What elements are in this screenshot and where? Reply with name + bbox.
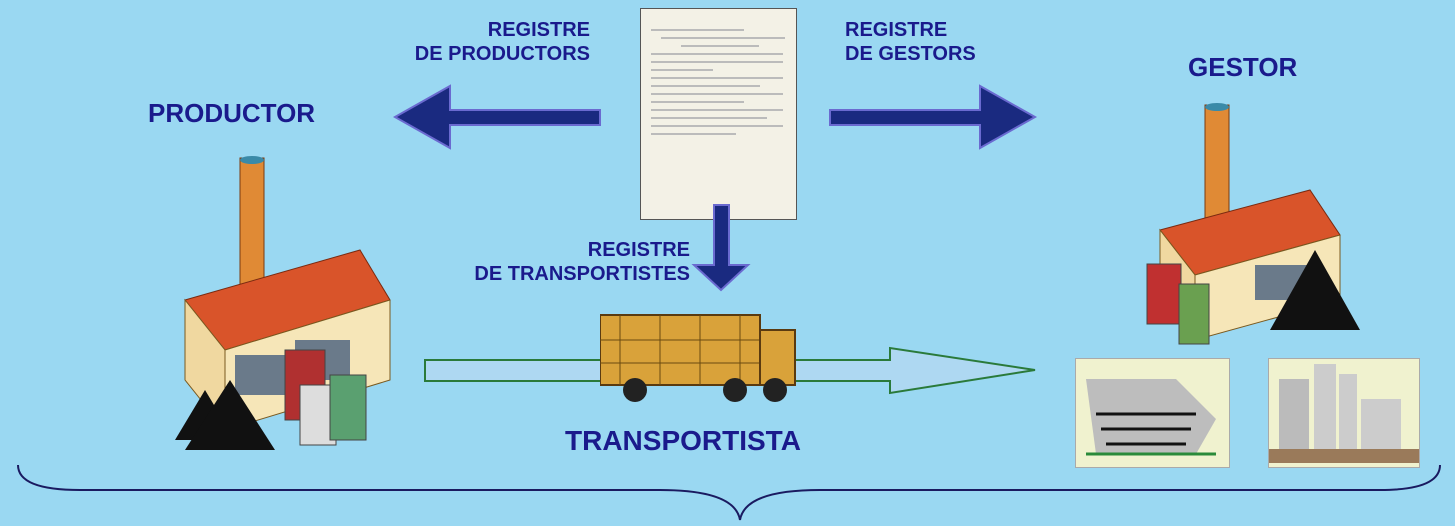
registre-productors-label: REGISTRE DE PRODUCTORS (350, 18, 590, 66)
registre-transportistes-label: REGISTRE DE TRANSPORTISTES (395, 238, 690, 286)
label-line: DE PRODUCTORS (414, 43, 590, 65)
bracket (17, 464, 1441, 521)
label-line: REGISTRE (487, 19, 590, 41)
gestor-title: GESTOR (1188, 52, 1298, 82)
transportista-title: TRANSPORTISTA (565, 425, 801, 456)
arrow-to-productor (392, 84, 601, 150)
plant-icon (1268, 358, 1420, 468)
label-line: REGISTRE (587, 239, 690, 261)
arrow-to-gestor (829, 84, 1038, 150)
barrels-icon-gestor (1146, 263, 1210, 345)
label-line: DE TRANSPORTISTES (474, 263, 690, 285)
landfill-icon (1075, 358, 1230, 468)
truck-icon (600, 314, 796, 402)
label-line: DE GESTORS (845, 43, 976, 65)
productor-title: PRODUCTOR (148, 98, 316, 128)
barrels-icon (284, 349, 367, 446)
registre-gestors-label: REGISTRE DE GESTORS (845, 18, 1085, 66)
label-line: REGISTRE (845, 19, 948, 41)
arrow-to-transportista (691, 204, 751, 292)
coal-pile-icon (185, 380, 275, 450)
factory-icon-gestor (1159, 103, 1360, 342)
